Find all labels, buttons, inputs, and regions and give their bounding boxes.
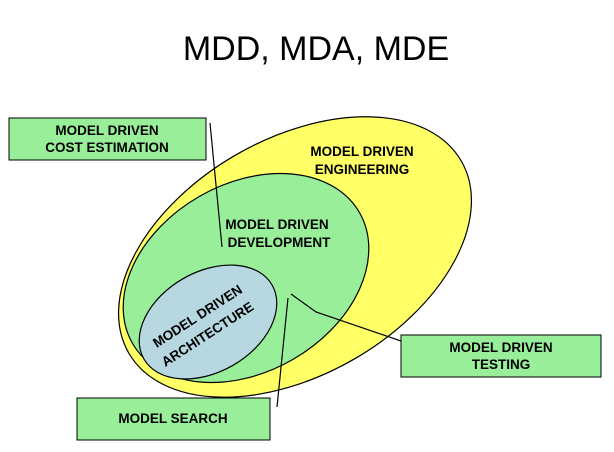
- search-leader: [276, 297, 289, 408]
- engineering-label-line2: ENGINEERING: [315, 162, 410, 177]
- search-callout: MODEL SEARCH: [76, 397, 271, 441]
- cost-estimation-box: [8, 117, 207, 161]
- cost-estimation-leader: [209, 122, 223, 248]
- search-line1: MODEL SEARCH: [118, 411, 227, 426]
- page-title: MDD, MDA, MDE: [183, 30, 449, 68]
- architecture-ellipse: [138, 264, 278, 380]
- cost-estimation-line1: MODEL DRIVEN: [55, 123, 158, 138]
- architecture-ellipse-group: MODEL DRIVEN ARCHITECTURE: [138, 264, 278, 380]
- testing-box: [400, 334, 602, 378]
- testing-line2: TESTING: [472, 357, 531, 372]
- cost-estimation-line2: COST ESTIMATION: [45, 140, 169, 155]
- development-label-line2: DEVELOPMENT: [228, 235, 332, 250]
- cost-estimation-callout: MODEL DRIVEN COST ESTIMATION: [8, 117, 207, 161]
- testing-line1: MODEL DRIVEN: [449, 340, 552, 355]
- engineering-label-line1: MODEL DRIVEN: [310, 144, 413, 159]
- development-label-line1: MODEL DRIVEN: [225, 217, 328, 232]
- search-box: [76, 397, 271, 441]
- testing-leader: [290, 293, 402, 342]
- testing-callout: MODEL DRIVEN TESTING: [400, 334, 602, 378]
